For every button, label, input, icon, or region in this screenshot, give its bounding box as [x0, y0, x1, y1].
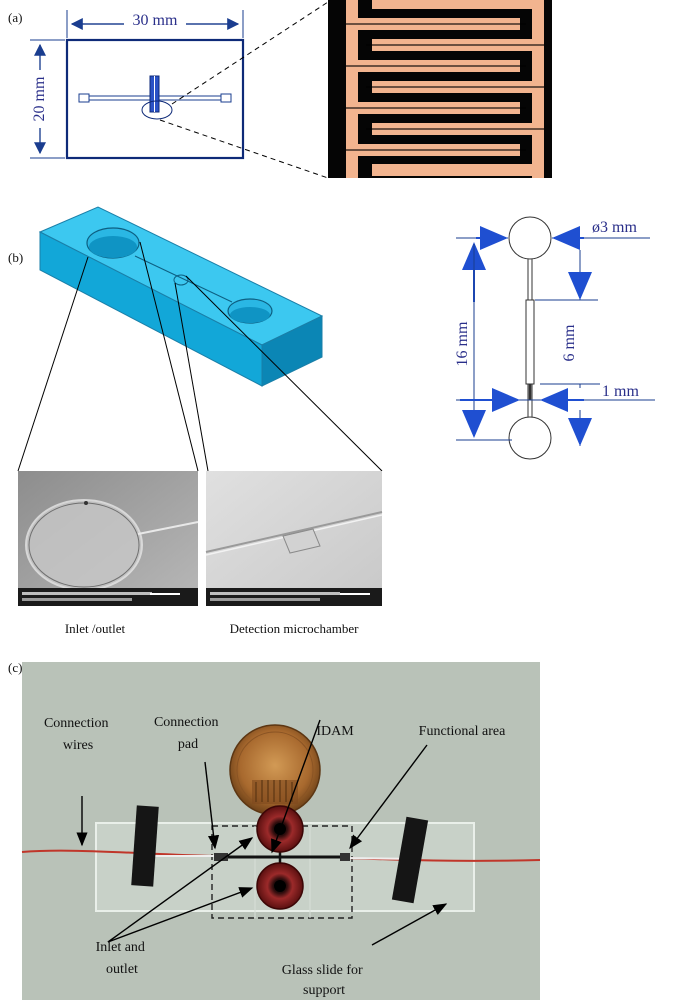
zoom-line-bottom: [159, 119, 329, 179]
panel-a: (a) 30 mm 20 mm: [8, 0, 552, 179]
penny-coin: [229, 724, 321, 816]
zoom-line-top: [171, 1, 329, 105]
label-functional-area: Functional area: [419, 724, 506, 739]
chamber-label: 6 mm: [561, 324, 578, 361]
label-inlet-outlet: Inlet and outlet: [96, 940, 149, 977]
left-connection-pad: [214, 853, 228, 861]
channel-dimension-drawing: ø3 mm 16 mm 6 mm 1 mm: [454, 216, 655, 460]
outlet-port: [256, 862, 304, 910]
panel-a-label: (a): [8, 10, 22, 25]
arrow-glass-slide: [371, 903, 448, 946]
left-clamp: [131, 805, 159, 887]
panel-b-label: (b): [8, 250, 23, 265]
panel-b: (b): [8, 206, 655, 636]
sem-inlet-image: [18, 471, 199, 606]
width-dimension-label: 30 mm: [133, 12, 178, 29]
panel-c: (c): [8, 660, 541, 1000]
sem-right-caption: Detection microchamber: [230, 621, 360, 636]
height-dimension-label: 20 mm: [31, 76, 48, 121]
sem-left-caption: Inlet /outlet: [65, 621, 126, 636]
length-label: 16 mm: [454, 321, 471, 366]
sem-microchamber-image: [205, 471, 383, 606]
microchannel-sketch: [78, 75, 232, 120]
label-connection-wires: Connection wires: [44, 716, 112, 753]
arrow-outlet: [107, 887, 254, 943]
arrow-idam: [271, 719, 321, 854]
label-connection-pad: Connection pad: [154, 715, 222, 752]
diameter-label: ø3 mm: [592, 219, 637, 236]
panel-c-label: (c): [8, 660, 22, 675]
arrow-connection-pad: [204, 761, 220, 850]
label-glass-slide: Glass slide for support: [282, 963, 366, 998]
electrode-micrograph: [328, 0, 552, 178]
gap-label: 1 mm: [602, 383, 639, 400]
right-clamp: [391, 816, 429, 904]
arrow-inlet: [107, 837, 254, 943]
chip-3d-model: [38, 206, 324, 387]
right-connection-pad: [340, 853, 350, 861]
label-idam: IDAM: [316, 724, 354, 739]
arrow-functional-area: [349, 744, 428, 850]
